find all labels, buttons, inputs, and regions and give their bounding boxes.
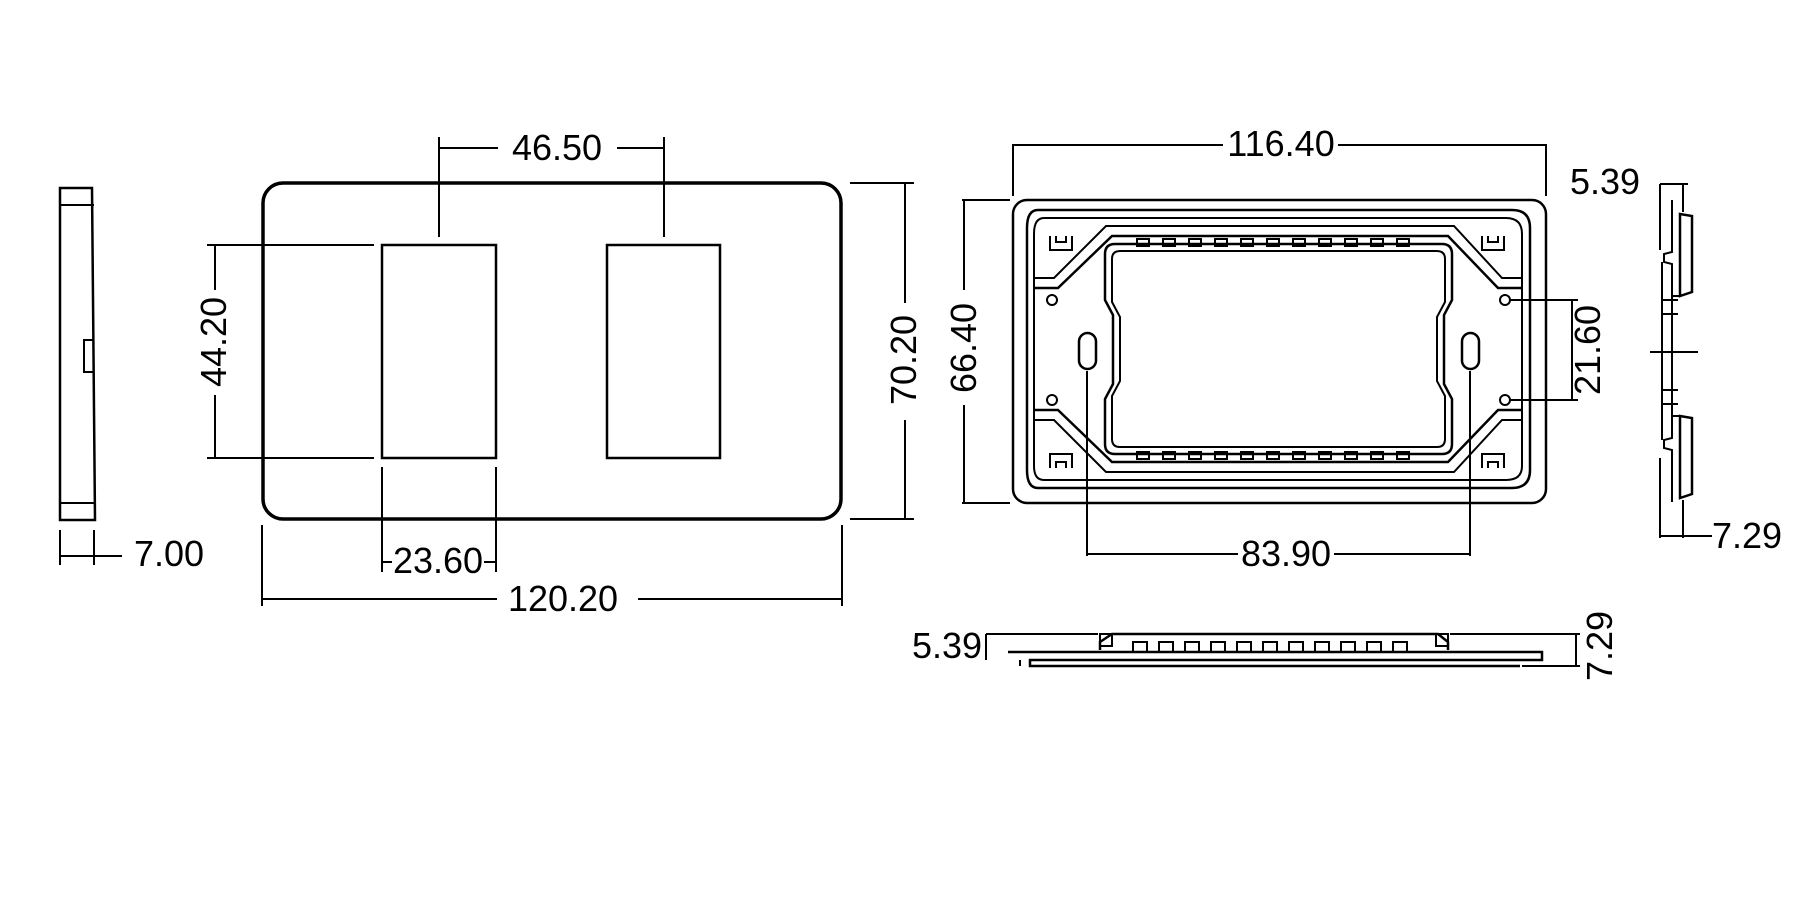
dim-frame-height: 66.40	[943, 199, 1010, 504]
dim-side-offset-top: 5.39	[1570, 161, 1688, 250]
dim-label-plate-height: 70.20	[883, 315, 924, 405]
cover-plate-side-view	[58, 186, 97, 522]
dim-label-module-width: 23.60	[393, 540, 483, 581]
frame-hole-tl	[1046, 294, 1058, 306]
frame-teeth-bottom	[1136, 451, 1410, 460]
dim-label-side-depth: 7.29	[1712, 515, 1782, 556]
dim-bottom-depth: 7.29	[1450, 611, 1620, 681]
dim-frame-width: 116.40	[1012, 123, 1547, 196]
frame-hole-br	[1499, 394, 1511, 406]
dim-label-module-height: 44.20	[193, 297, 234, 387]
dim-label-bottom-depth: 7.29	[1579, 611, 1620, 681]
dim-label-side-thickness: 7.00	[134, 533, 204, 574]
dim-side-depth: 7.29	[1659, 458, 1782, 556]
dim-label-bottom-offset: 5.39	[912, 625, 982, 666]
bottom-view-teeth	[1132, 641, 1408, 653]
dim-label-side-offset-top: 5.39	[1570, 161, 1640, 202]
frame-teeth-top	[1136, 238, 1410, 247]
dim-label-module-spacing: 46.50	[512, 127, 602, 168]
mounting-frame-bottom-view	[1008, 632, 1544, 668]
dim-label-mount-hole-pitch-h: 83.90	[1241, 533, 1331, 574]
dim-module-width: 23.60	[381, 467, 497, 581]
dim-module-height: 44.20	[193, 244, 374, 459]
module-opening-left	[380, 243, 498, 460]
dim-side-thickness: 7.00	[59, 530, 204, 574]
dim-label-mount-hole-pitch-v: 21.60	[1567, 305, 1608, 395]
dim-module-spacing: 46.50	[438, 127, 665, 237]
dim-label-frame-height: 66.40	[943, 303, 984, 393]
frame-hole-tr	[1499, 294, 1511, 306]
dim-plate-height: 70.20	[850, 182, 924, 520]
mounting-frame-side-view	[1650, 200, 1698, 502]
dim-label-frame-width: 116.40	[1227, 123, 1334, 164]
mount-slot-left	[1077, 331, 1098, 371]
dim-mount-hole-pitch-v: 21.60	[1510, 299, 1608, 401]
cover-plate-front-view	[261, 181, 843, 521]
dim-plate-width: 120.20	[261, 525, 843, 619]
mount-slot-right	[1460, 331, 1481, 371]
dim-bottom-offset: 5.39	[912, 625, 1098, 666]
frame-hole-bl	[1046, 394, 1058, 406]
module-opening-right	[605, 243, 722, 460]
mounting-frame-front-view	[1011, 198, 1548, 505]
dim-label-plate-width: 120.20	[508, 578, 618, 619]
dim-mount-hole-pitch-h: 83.90	[1086, 371, 1471, 574]
